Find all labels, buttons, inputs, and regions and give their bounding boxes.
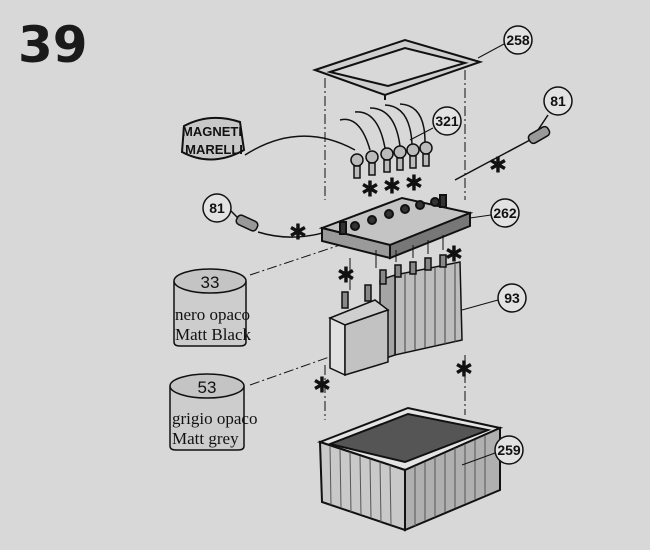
paint-can-33: 33 nero opaco Matt Black [173,268,252,347]
svg-text:258: 258 [506,32,530,48]
svg-text:53: 53 [198,378,217,397]
callout-leaders [409,43,505,466]
lid-part [318,194,474,260]
tray-frame-part [311,38,484,100]
step-number: 39 [18,16,88,74]
svg-text:93: 93 [504,290,520,306]
callout-81-right: 81 [543,86,573,116]
callout-258: 258 [503,25,533,55]
svg-text:✱: ✱ [361,178,379,203]
callout-81-left: 81 [202,193,232,223]
magneti-marelli-logo: MAGNETI MARELLI [180,116,246,161]
svg-text:✱: ✱ [313,374,331,399]
svg-text:259: 259 [497,442,521,458]
paint-can-53: 53 grigio opaco Matt grey [169,373,257,451]
svg-text:nero opaco: nero opaco [175,305,250,324]
battery-cells-part [328,235,463,377]
svg-text:grigio opaco: grigio opaco [172,409,257,428]
svg-text:81: 81 [550,93,566,109]
callout-259: 259 [494,435,524,465]
svg-text:33: 33 [201,273,220,292]
svg-text:✱: ✱ [337,264,355,289]
battery-case-part [317,406,504,532]
svg-text:Matt Black: Matt Black [175,325,252,344]
cell-caps-part [244,103,433,179]
svg-text:✱: ✱ [405,172,423,197]
callout-93: 93 [497,283,527,313]
svg-text:321: 321 [435,113,459,129]
svg-text:MARELLI: MARELLI [185,142,243,157]
svg-text:MAGNETI: MAGNETI [182,124,242,139]
svg-text:✱: ✱ [445,243,463,268]
glue-symbols: ✱ ✱ ✱ ✱ ✱ ✱ ✱ ✱ ✱ [289,154,507,399]
svg-text:✱: ✱ [455,358,473,383]
svg-text:✱: ✱ [383,175,401,200]
callout-262: 262 [490,198,520,228]
svg-text:✱: ✱ [289,221,307,246]
svg-text:262: 262 [493,205,517,221]
clamp-right-part [454,114,551,181]
callout-321: 321 [432,106,462,136]
svg-text:✱: ✱ [489,154,507,179]
svg-text:Matt grey: Matt grey [172,429,239,448]
svg-text:81: 81 [209,200,225,216]
